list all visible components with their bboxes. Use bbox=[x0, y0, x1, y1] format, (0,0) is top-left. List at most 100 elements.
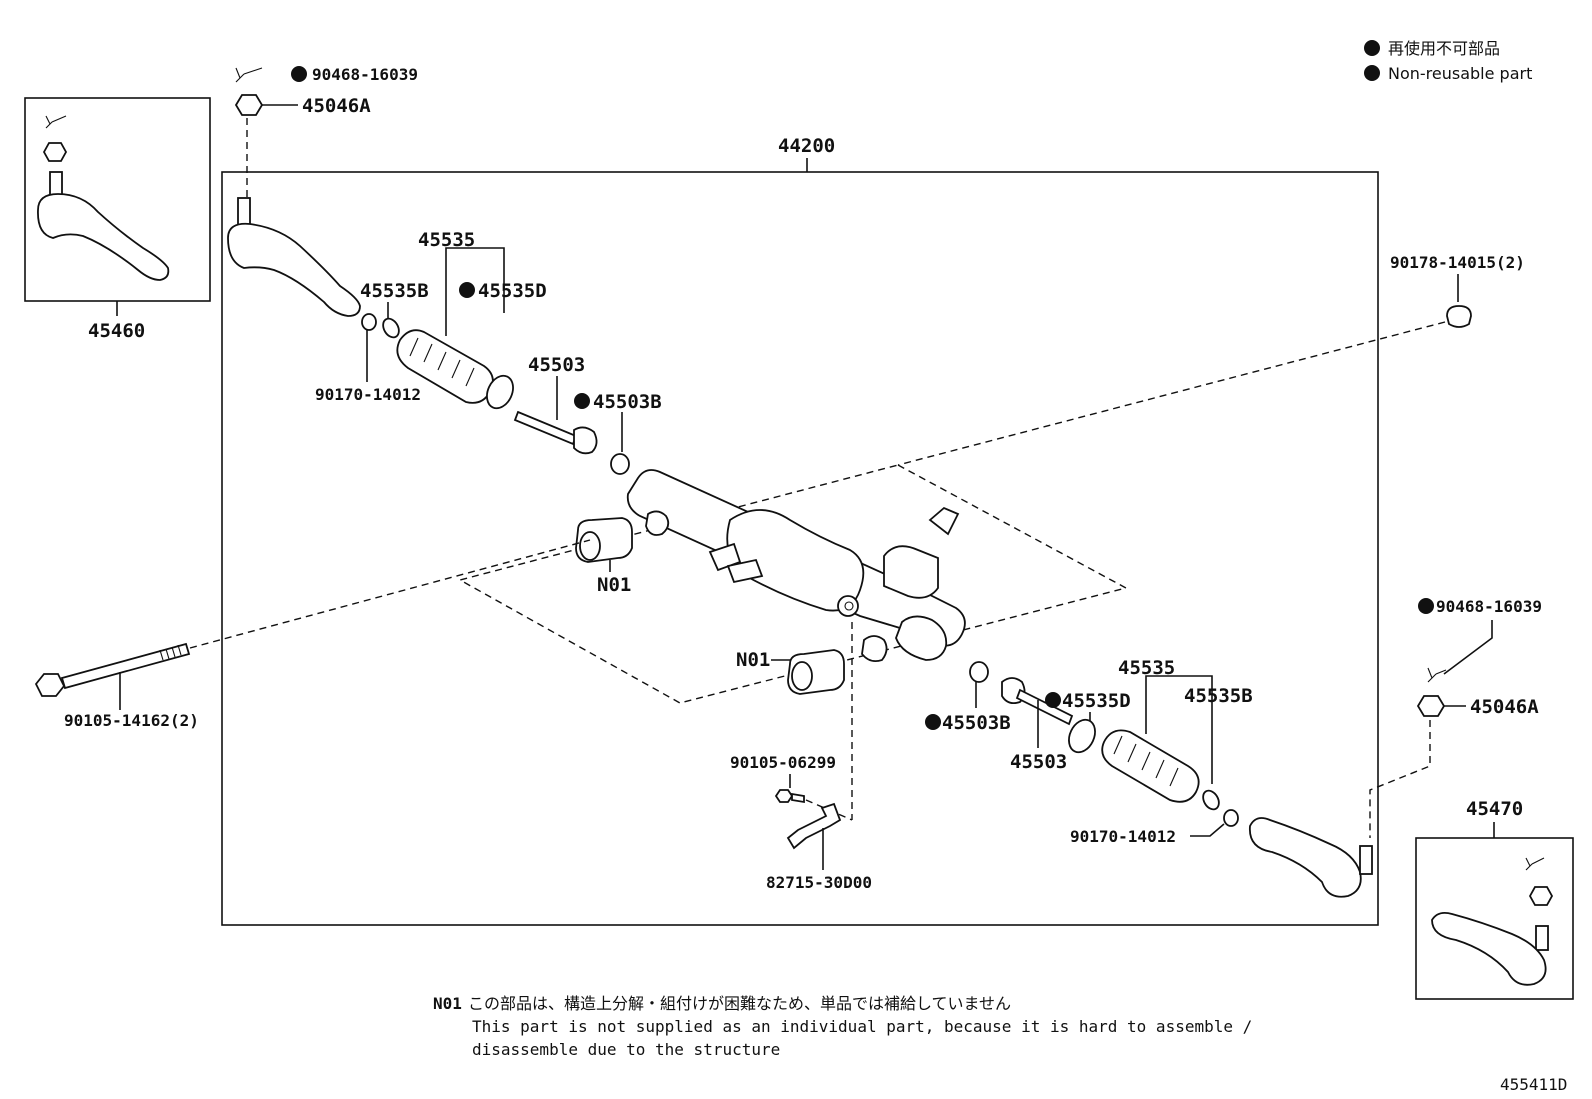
bolt-head-icon bbox=[34, 673, 66, 697]
part-label-nut-lower: 45046A bbox=[1470, 696, 1539, 718]
mount-boss-icon bbox=[837, 595, 859, 617]
tie-rod-icon bbox=[513, 410, 578, 446]
bracket-leader-line bbox=[445, 247, 505, 313]
cotter-pin-icon bbox=[1525, 857, 1545, 871]
legend: 再使用不可部品 Non-reusable part bbox=[1364, 39, 1532, 83]
note-text-en-line1: This part is not supplied as an individu… bbox=[472, 1017, 1252, 1036]
lower-rod-group: 45503B 45503 bbox=[925, 661, 1074, 773]
boot-clamp-icon bbox=[486, 374, 514, 410]
inner-ball-joint-icon bbox=[573, 426, 598, 455]
non-reusable-dot-icon bbox=[1364, 65, 1380, 81]
part-label-ring-upper: 90170-14012 bbox=[315, 385, 421, 404]
part-label-assembly: 44200 bbox=[778, 135, 835, 157]
part-label-clamp-lower: 45535D bbox=[1062, 690, 1131, 712]
part-label-tie-rod-end-lh: 45460 bbox=[88, 320, 145, 342]
claw-washer-icon bbox=[969, 661, 989, 683]
non-reusable-dot-icon bbox=[459, 282, 475, 298]
tie-rod-end-lower bbox=[1249, 817, 1373, 898]
boot-ribs bbox=[409, 337, 475, 387]
boot-ribs bbox=[1113, 735, 1179, 787]
steering-boot-icon bbox=[1101, 729, 1200, 803]
lower-boot-group: 45535D 45535 45535B 90170-14012 bbox=[1045, 657, 1253, 846]
assembly-guide-line bbox=[1369, 720, 1431, 838]
note-code: N01 bbox=[433, 994, 462, 1013]
part-label-boot-set-lower: 45535 bbox=[1118, 657, 1175, 679]
part-label-tie-rod-end-rh: 45470 bbox=[1466, 798, 1523, 820]
inset-frame bbox=[1415, 837, 1574, 1000]
cotter-pin-icon bbox=[235, 67, 263, 83]
castle-nut-icon bbox=[1528, 886, 1554, 906]
small-bolt-shank-icon bbox=[791, 792, 805, 804]
right-nut-group: 90178-14015(2) bbox=[897, 253, 1525, 466]
bolt-shank-icon bbox=[60, 642, 191, 690]
leader-line bbox=[1443, 620, 1493, 675]
tie-rod-end-lh-inset: 45460 bbox=[24, 97, 211, 342]
ball-stud-icon bbox=[1535, 925, 1549, 951]
part-label-nut-bolt-upper: 90468-16039 bbox=[312, 65, 418, 84]
castle-nut-icon bbox=[42, 142, 68, 162]
tie-rod-end-icon bbox=[1249, 817, 1362, 898]
part-label-bolt-long: 90105-14162(2) bbox=[64, 711, 199, 730]
upper-rod-group: 45503 45503B bbox=[513, 354, 662, 475]
part-label-bracket: 82715-30D00 bbox=[766, 873, 872, 892]
part-label-washer-upper: 45503B bbox=[593, 391, 662, 413]
motor-housing-icon bbox=[726, 509, 865, 612]
leader-line bbox=[1190, 823, 1225, 837]
ball-stud-icon bbox=[1359, 845, 1373, 875]
note-text-jp: この部品は、構造上分解・組付けが困難なため、単品では補給していません bbox=[468, 994, 1011, 1013]
castle-nut-icon bbox=[234, 94, 264, 116]
upper-boot-group: 45535 45535B 45535D 90170-14012 bbox=[315, 229, 547, 410]
note-block: N01 この部品は、構造上分解・組付けが困難なため、単品では補給していません T… bbox=[433, 994, 1252, 1059]
bushing-face bbox=[791, 661, 813, 691]
mount-bracket-icon bbox=[861, 635, 888, 663]
part-label-boot-set-upper: 45535 bbox=[418, 229, 475, 251]
part-label-nut-right: 90178-14015(2) bbox=[1390, 253, 1525, 272]
connector-icon bbox=[708, 542, 764, 584]
bracket-group: 90105-06299 82715-30D00 bbox=[730, 622, 872, 892]
part-label-clip-upper: 45535B bbox=[360, 280, 429, 302]
part-label-ring-lower: 90170-14012 bbox=[1070, 827, 1176, 846]
flange-nut-icon bbox=[1446, 305, 1472, 328]
boot-clip-icon bbox=[1202, 789, 1220, 811]
bracket-leader-line bbox=[1145, 675, 1213, 784]
part-label-nut-upper: 45046A bbox=[302, 95, 371, 117]
part-label-bushing-upper: N01 bbox=[597, 574, 631, 596]
tie-rod-end-icon bbox=[37, 193, 170, 281]
bushing-lower-group: N01 bbox=[736, 649, 845, 695]
lower-fastener-group: 90468-16039 45046A bbox=[1369, 597, 1542, 838]
mount-hole bbox=[844, 601, 854, 611]
legend-text-jp: 再使用不可部品 bbox=[1388, 39, 1500, 58]
bushing-upper-group: N01 bbox=[575, 517, 633, 596]
claw-washer-icon bbox=[610, 453, 630, 475]
non-reusable-dot-icon bbox=[1418, 598, 1434, 614]
assembly-guide-line bbox=[897, 321, 1446, 466]
steering-gear-housing bbox=[626, 469, 966, 663]
cotter-pin-icon bbox=[1427, 667, 1447, 683]
lock-ring-icon bbox=[361, 313, 377, 331]
tie-rod-end-icon bbox=[1431, 911, 1547, 986]
boot-clip-icon bbox=[382, 317, 400, 339]
legend-text-en: Non-reusable part bbox=[1388, 64, 1532, 83]
tie-rod-end-icon bbox=[227, 222, 361, 317]
tie-rod-end-rh-inset: 45470 bbox=[1415, 798, 1574, 1000]
cotter-pin-icon bbox=[45, 115, 67, 129]
assembly-guide-line bbox=[189, 539, 591, 649]
bolt-thread bbox=[159, 644, 182, 661]
mount-ring-icon bbox=[645, 510, 670, 536]
boot-clamp-icon bbox=[1068, 718, 1096, 754]
rack-end-icon bbox=[895, 615, 948, 661]
part-label-washer-lower: 45503B bbox=[942, 712, 1011, 734]
non-reusable-dot-icon bbox=[1364, 40, 1380, 56]
upper-fastener-group: 90468-16039 45046A bbox=[234, 65, 418, 200]
bushing-face bbox=[579, 531, 601, 561]
tie-rod-end-upper bbox=[227, 197, 361, 317]
long-bolt-group: 90105-14162(2) bbox=[34, 539, 591, 730]
ball-stud-icon bbox=[49, 171, 63, 197]
castle-nut-icon bbox=[1416, 695, 1446, 717]
part-label-tie-rod-lower: 45503 bbox=[1010, 751, 1067, 773]
gear-assembly-frame bbox=[221, 171, 1379, 926]
pinion-housing-icon bbox=[883, 545, 939, 599]
bracket-icon bbox=[786, 802, 842, 850]
part-label-tie-rod-upper: 45503 bbox=[528, 354, 585, 376]
